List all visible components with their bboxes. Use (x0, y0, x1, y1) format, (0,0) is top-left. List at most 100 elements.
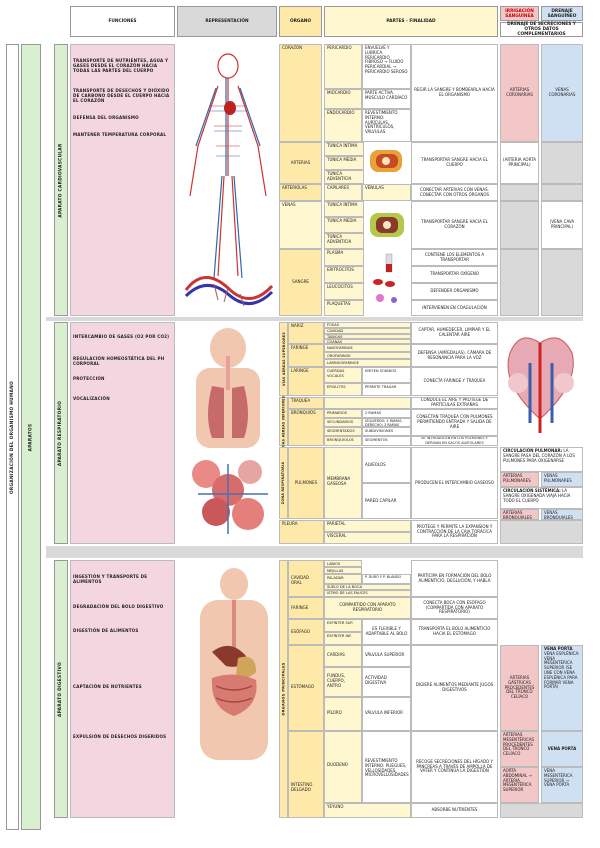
pleura-parietal: PARIETAL (324, 520, 411, 532)
bronq-bronquiolos-desc: SEGMENTOS (362, 436, 411, 446)
cardio-funcion-3: DEFENSA DEL ORGANISMO (73, 115, 139, 120)
dren-intestino: VENA MESENTÉRICA SUPERIOR → VENA PORTA (541, 767, 583, 803)
fin-esofago: TRANSPORTA EL BOLO ALIMENTICIO HACIA EL … (411, 619, 498, 645)
dren-intestino-porta: VENA PORTA (541, 731, 583, 767)
desc-pericardio: ENVUELVE Y LUBRICA. PERICARDIO FIBROSO →… (362, 44, 411, 89)
resp-right-empty (500, 520, 583, 544)
oral-suelo: SUELO DE LA BOCA (324, 584, 411, 590)
pulmones-membrana: MEMBRANA GASEOSA (324, 447, 362, 519)
organ-esofago: ESÓFAGO (288, 619, 324, 645)
side-cardio: APARATO CARDIOVASCULAR (54, 44, 68, 316)
laringe-epiglotis: EPIGLOTIS (324, 383, 362, 396)
nariz-tabique: TABIQUE (324, 334, 411, 339)
irr-venas-empty (500, 201, 539, 249)
art-bronquiales: ARTERIAS BRONQUIALES (500, 509, 539, 520)
esofago-desc: ES FLEXIBLE Y ADAPTABLE AL BOLO (362, 619, 411, 645)
organ-cavidad-oral: CAVIDAD ORAL (288, 560, 324, 597)
organ-arterias: ARTERIAS (279, 142, 322, 184)
irr-sangre-empty (500, 249, 539, 316)
bronq-primarios-desc: 2 RAMAS (362, 409, 411, 418)
header-representacion: REPRESENTACIÓN (177, 6, 277, 37)
fin-corazon: REGIR LA SANGRE Y BOMBEARLA HACIA EL ORG… (411, 44, 498, 142)
dren-corazon: VENAS CORONARIAS (541, 44, 583, 142)
fin-oral: PARTICIPA EN FORMACIÓN DEL BOLO ALIMENTI… (411, 560, 498, 597)
irr-corazon: ARTERIAS CORONARIAS (500, 44, 539, 142)
fin-plaquetas: INTERVIENEN EN COAGULACIÓN (411, 300, 498, 316)
pulmones-alveolos: ALVEOLOS (362, 447, 411, 483)
vein-illustration (370, 213, 404, 237)
part-venulas: VÉNULAS (362, 184, 411, 201)
organ-faringe: FARINGE (288, 344, 324, 367)
organ-sangre: SANGRE (279, 249, 322, 316)
fin-plasma: CONTIENE LOS ELEMENTOS A TRANSPORTAR (411, 249, 498, 266)
fin-duodeno: RECOGE SECRECIONES DEL HÍGADO Y PÁNCREAS… (411, 731, 498, 803)
estomago-fundus-desc: ACTIVIDAD DIGESTIVA (362, 667, 411, 697)
digestive-illustration (200, 568, 268, 760)
part-eritrocitos: ERITROCITOS (324, 266, 364, 283)
vena-tunica-intima: TÚNICA ÍNTIMA (324, 201, 364, 217)
yeyuno-right-empty (500, 803, 583, 818)
part-miocardio: MIOCARDIO (324, 89, 362, 109)
header-organo: ÓRGANO (279, 6, 322, 37)
ven-bronquiales: VENAS BRONQUIALES (541, 509, 583, 520)
oral-paladar-desc: P. DURO Y P. BLANDO (362, 574, 411, 584)
art-pulmonares: ARTERIAS PULMONARES (500, 472, 539, 487)
dig-funcion-2: DEGRADACIÓN DEL BOLO DIGESTIVO (73, 604, 164, 609)
bronq-secundarios: SECUNDARIOS (324, 418, 362, 427)
fin-laringe: CONECTA FARINGE Y TRÁQUEA (411, 367, 498, 396)
cardio-funciones (70, 44, 175, 316)
fin-pleura: PROTEGE Y PERMITE LA EXPANSIÓN Y CONTRAC… (411, 520, 498, 544)
header-funciones: FUNCIONES (70, 6, 175, 37)
dig-funcion-3: DIGESTIÓN DE ALIMENTOS (73, 628, 139, 633)
fin-faringe: DEFENSA (AMÍGDALAS). CÁMARA DE RESONANCI… (411, 344, 498, 367)
estomago-piloro: PÍLORO (324, 697, 362, 731)
heart-lungs-circulation-illustration (507, 337, 574, 433)
circ-sistemica: CIRCULACIÓN SISTÉMICA: LA SANGRE OXIGENA… (500, 487, 583, 509)
artery-illustration (370, 150, 402, 172)
traquea-row (324, 397, 411, 409)
organ-intestino: INTESTINO DELGADO (288, 731, 324, 818)
organ-bronquios: BRONQUIOS (288, 409, 324, 446)
organ-pulmones: PULMONES (288, 447, 324, 519)
side-dig: APARATO DIGESTIVO (54, 560, 68, 818)
fin-nariz: CAPTAR, HUMEDECER, LIMPIAR Y EL CALENTAR… (411, 322, 498, 344)
part-leucocitos: LEUCOCITOS (324, 283, 364, 300)
organ-traquea: TRÁQUEA (288, 397, 324, 409)
intestino-duodeno: DUODENO (324, 731, 362, 803)
dren-arteriolas-empty (541, 184, 583, 201)
laringe-epiglotis-desc: PERMITE TRAGAR (362, 383, 411, 396)
fin-leucocitos: DEFENDER ORGANISMO (411, 283, 498, 300)
cardio-funcion-4: MANTENER TEMPERATURA CORPORAL (73, 132, 167, 137)
faringe-oro: OROFARINGE (324, 352, 411, 359)
pulmones-pared-capilar: PARED CAPILAR (362, 483, 411, 519)
side-resp: APARATO RESPIRATORIO (54, 322, 68, 544)
estomago-piloro-desc: VÁLVULA INFERIOR (362, 697, 411, 731)
organ-arteriolas: ARTERIOLAS (279, 184, 322, 201)
header-partes: PARTES - FINALIDAD (324, 6, 498, 37)
fin-pulmones: PRODUCEN EL INTERCAMBIO GASEOSO (411, 447, 498, 519)
dig-funcion-5: EXPULSIÓN DE DESECHOS DIGERIDOS (73, 734, 167, 739)
part-plaquetas: PLAQUETAS (324, 300, 364, 316)
dren-sangre-empty (541, 249, 583, 316)
irr-estomago: ARTERIAS GÁSTRICAS PROCEDENTES DEL TRONC… (500, 645, 539, 731)
oral-paladar: PALADAR (324, 574, 362, 584)
dig-faringe-desc: COMPARTIDO CON APARATO RESPIRATORIO (324, 597, 411, 619)
irr-arterias: (ARTERIA AORTA PRINCIPAL) (500, 142, 539, 184)
esofago-esf-inf: ESFÍNTER INF. (324, 632, 362, 645)
dren-arterias-empty (541, 142, 583, 184)
resp-funcion-4: VOCALIZACIÓN (73, 396, 110, 401)
estomago-cardias-desc: VÁLVULA SUPERIOR (362, 645, 411, 667)
bronq-segmentados: SEGMENTADOS (324, 427, 362, 436)
fin-venas: TRANSPORTAR SANGRE HACIA EL CORAZÓN (411, 201, 498, 249)
blood-cells-illustration (373, 253, 397, 303)
faringe-laringo: LARINGOFARINGE (324, 359, 411, 367)
divider-resp (46, 317, 583, 321)
bronq-secundarios-desc: IZQUIERDO: 2 RAMAS. DERECHO: 3 RAMAS (362, 418, 411, 427)
dig-funciones (70, 560, 175, 818)
side-organos-ppal: ÓRGANOS PRINCIPALES (279, 560, 288, 818)
bronq-primarios: PRIMARIOS (324, 409, 362, 418)
irr-arteriolas-empty (500, 184, 539, 201)
nariz-coanas: COANAS (324, 339, 411, 344)
fin-eritrocitos: TRANSPORTAR OXÍGENO (411, 266, 498, 283)
